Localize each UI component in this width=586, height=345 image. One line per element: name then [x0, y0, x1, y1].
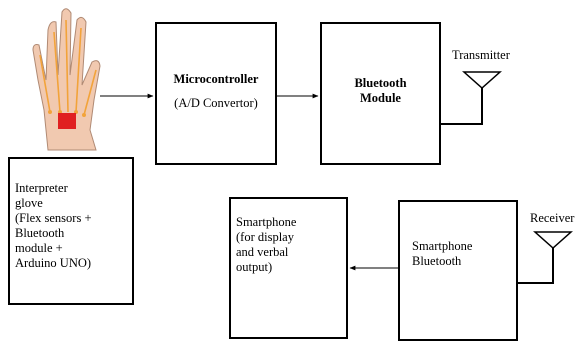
smartphone-bluetooth-label: Smartphone Bluetooth — [412, 239, 473, 268]
microcontroller-block: Microcontroller (A/D Convertor) — [155, 22, 277, 165]
smartphone-block: Smartphone (for display and verbal outpu… — [229, 197, 348, 339]
receiver-label: Receiver — [530, 211, 575, 225]
bluetooth-module-label: Bluetooth Module — [354, 76, 407, 105]
chip-icon — [58, 113, 76, 129]
smartphone-label: Smartphone (for display and verbal outpu… — [236, 215, 297, 274]
bluetooth-module-block: Bluetooth Module — [320, 22, 441, 165]
transmitter-antenna-icon — [440, 71, 502, 125]
interpreter-glove-label: Interpreter glove (Flex sensors + Blueto… — [15, 181, 92, 270]
microcontroller-title: Microcontroller — [173, 72, 259, 86]
hand-with-flex-sensors-icon — [32, 8, 101, 151]
interpreter-glove-block: Interpreter glove (Flex sensors + Blueto… — [8, 157, 134, 305]
smartphone-bluetooth-block: Smartphone Bluetooth — [398, 200, 518, 341]
receiver-antenna-icon — [518, 231, 573, 284]
transmitter-label: Transmitter — [452, 48, 510, 62]
microcontroller-subtitle: (A/D Convertor) — [174, 96, 258, 110]
